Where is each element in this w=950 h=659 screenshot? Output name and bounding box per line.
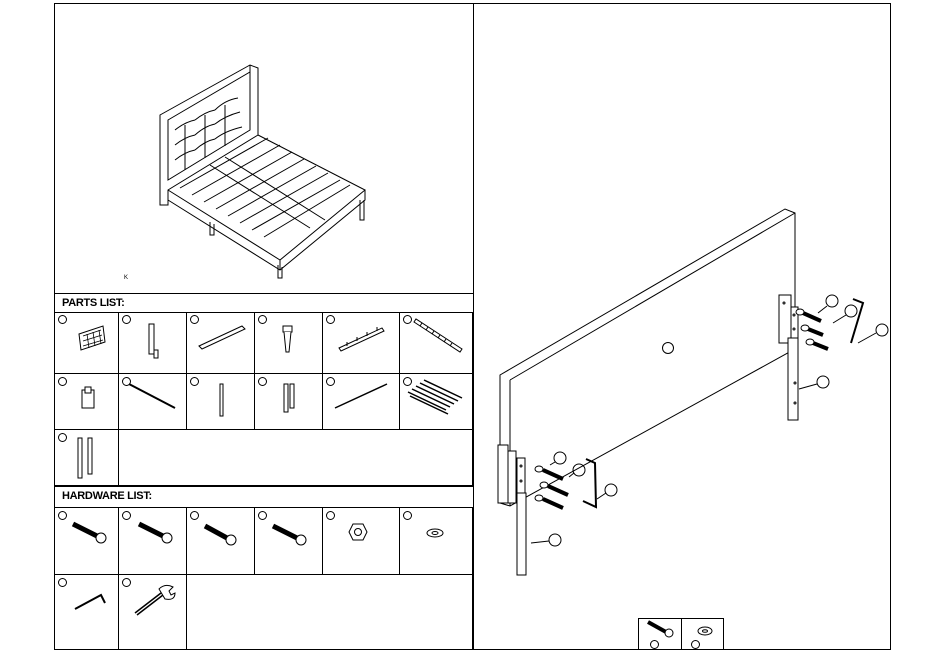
mini-bracket-icon [281,382,299,418]
wrench-icon [131,581,179,617]
hardware-cell [323,508,400,575]
bolt-icon [203,522,243,548]
part-cell [255,312,323,374]
part-cell [119,312,187,374]
leg-bracket-pair-icon [75,436,101,482]
hardware-cell [187,508,255,575]
washer-icon [695,625,715,637]
hardware-list-title: HARDWARE LIST: [62,490,152,502]
allen-key-icon [71,587,111,617]
hardware-cell [119,508,187,575]
part-cell [187,374,255,430]
slat-roll-icon [406,380,466,420]
part-cell [54,312,119,374]
part-cell [187,312,255,374]
washer-icon [424,526,446,540]
part-cell [54,374,119,430]
part-cell-empty [119,430,473,486]
side-rail-icon [147,322,161,362]
bolt-icon [646,620,678,638]
hardware-cell [119,575,187,650]
parts-list-title: PARTS LIST: [62,297,125,309]
headboard-pad-icon [77,324,107,352]
hardware-cell [54,575,119,650]
part-cell [323,312,400,374]
bolt-icon [71,520,111,546]
hardware-cell [54,508,119,575]
rod-icon [127,382,181,412]
center-rail-icon [337,322,387,352]
bed-overview-illustration [150,60,390,275]
part-cell [400,312,473,374]
part-cell [119,374,187,430]
long-slat-icon [412,318,464,358]
hardware-list-header: HARDWARE LIST: [54,486,473,508]
bed-view-label: K [124,275,128,281]
slat-support-icon [197,322,247,352]
leg-icon [281,324,297,358]
part-cell [400,374,473,430]
hardware-cell [255,508,323,575]
bolt-icon [137,520,177,546]
assembly-diagram [473,3,891,650]
part-cell [323,374,400,430]
parts-list-header: PARTS LIST: [54,293,473,313]
bracket-plate-icon [79,386,99,414]
part-cell [255,374,323,430]
nut-icon [347,522,369,544]
post-icon [217,382,227,420]
hardware-cell [400,508,473,575]
bolt-icon [271,522,311,548]
part-cell [54,430,119,486]
cross-rod-icon [333,382,391,412]
hardware-cell-empty [187,575,473,650]
